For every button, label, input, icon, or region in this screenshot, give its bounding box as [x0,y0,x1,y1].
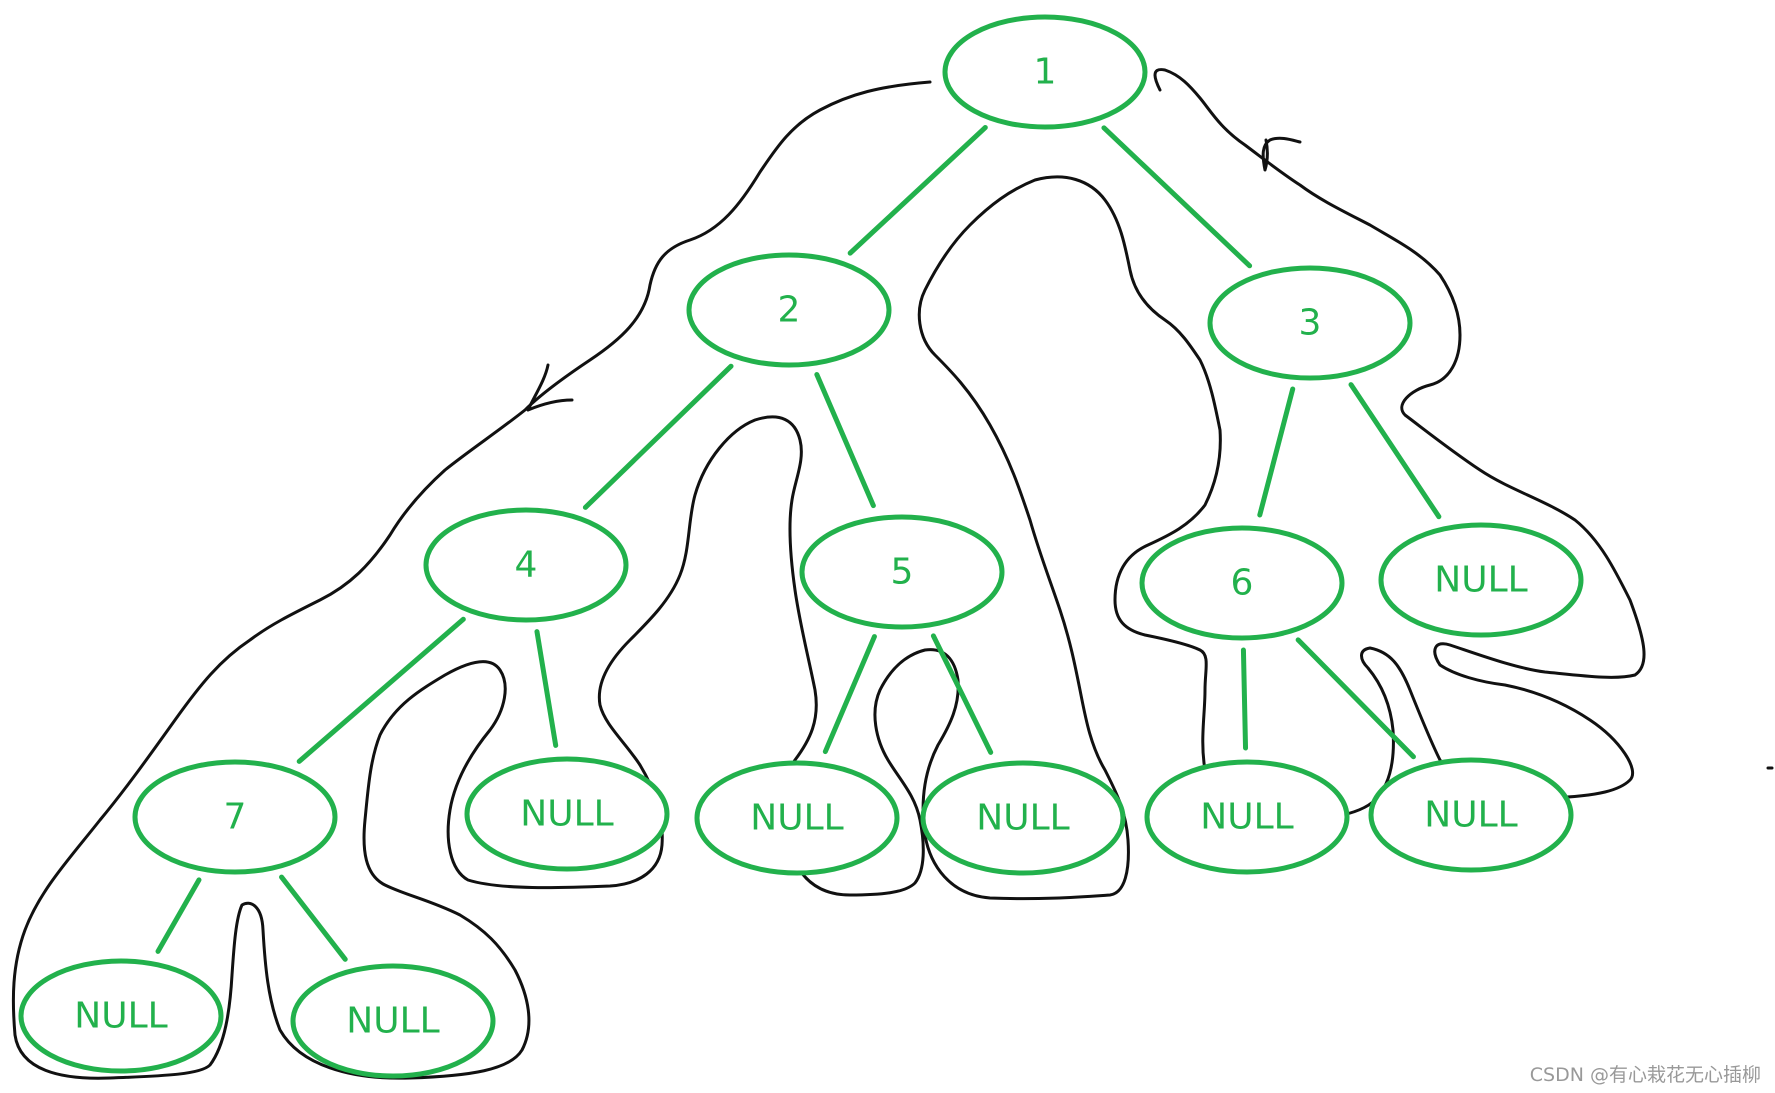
edge-n1-n3 [1101,125,1253,269]
node-ellipse [290,963,496,1079]
tree-node-4: 4 [423,507,629,623]
watermark-text: CSDN @有心栽花无心插柳 [1529,1064,1761,1086]
node-label: 6 [1231,563,1254,604]
tree-node-null: NULL [694,760,900,876]
traversal-arrow-right [1261,136,1302,172]
node-label: 3 [1299,303,1322,344]
tree-node-null: NULL [920,760,1126,876]
tree-node-5: 5 [799,514,1005,630]
tree-node-null: NULL [464,756,670,872]
node-label: NULL [346,1001,439,1042]
node-label: NULL [1424,795,1517,836]
node-label: NULL [1434,560,1527,601]
tree-node-null: NULL [290,963,496,1079]
node-ellipse [18,958,224,1074]
node-ellipse [694,760,900,876]
tree-node-1: 1 [942,14,1148,130]
node-label: 7 [224,797,247,838]
edge-n6-n6l [1240,647,1249,751]
node-label: NULL [750,798,843,839]
node-ellipse [132,759,338,875]
tree-node-null: NULL [18,958,224,1074]
tree-node-7: 7 [132,759,338,875]
node-label: 4 [515,545,538,586]
node-ellipse [799,514,1005,630]
node-ellipse [1368,757,1574,873]
edge-n4-n7 [296,616,466,764]
node-ellipse [920,760,1126,876]
traversal-arrow-left [526,363,574,412]
node-label: 2 [778,290,801,331]
edge-n5-n5l [822,634,877,755]
node-label: NULL [74,996,167,1037]
node-label: 5 [891,552,914,593]
tree-node-null: NULL [1368,757,1574,873]
tree-node-2: 2 [686,252,892,368]
node-label: NULL [976,798,1069,839]
edge-n6-n6r [1295,637,1416,760]
edge-n7-n7r [279,874,348,962]
node-ellipse [423,507,629,623]
node-ellipse [1139,525,1345,641]
tree-node-null: NULL [1378,522,1584,638]
node-ellipse [942,14,1148,130]
edges-layer [155,125,1442,962]
tree-node-null: NULL [1144,759,1350,875]
tree-node-3: 3 [1207,265,1413,381]
node-ellipse [464,756,670,872]
edge-n4-n4r [534,629,559,748]
node-label: NULL [520,794,613,835]
node-ellipse [1378,522,1584,638]
edge-n5-n5r [930,633,994,755]
edge-n2-n4 [582,363,734,510]
edge-n7-n7l [155,877,202,954]
edge-n3-n3r [1348,382,1442,520]
tree-node-6: 6 [1139,525,1345,641]
node-ellipse [1207,265,1413,381]
edge-n2-n5 [814,372,876,509]
traversal-outline [11,68,1774,1080]
edge-n1-n2 [847,125,988,256]
traversal-path [11,68,1646,1080]
edge-n3-n6 [1257,386,1296,518]
node-label: 1 [1034,52,1057,93]
node-ellipse [1144,759,1350,875]
node-ellipse [686,252,892,368]
node-label: NULL [1200,797,1293,838]
